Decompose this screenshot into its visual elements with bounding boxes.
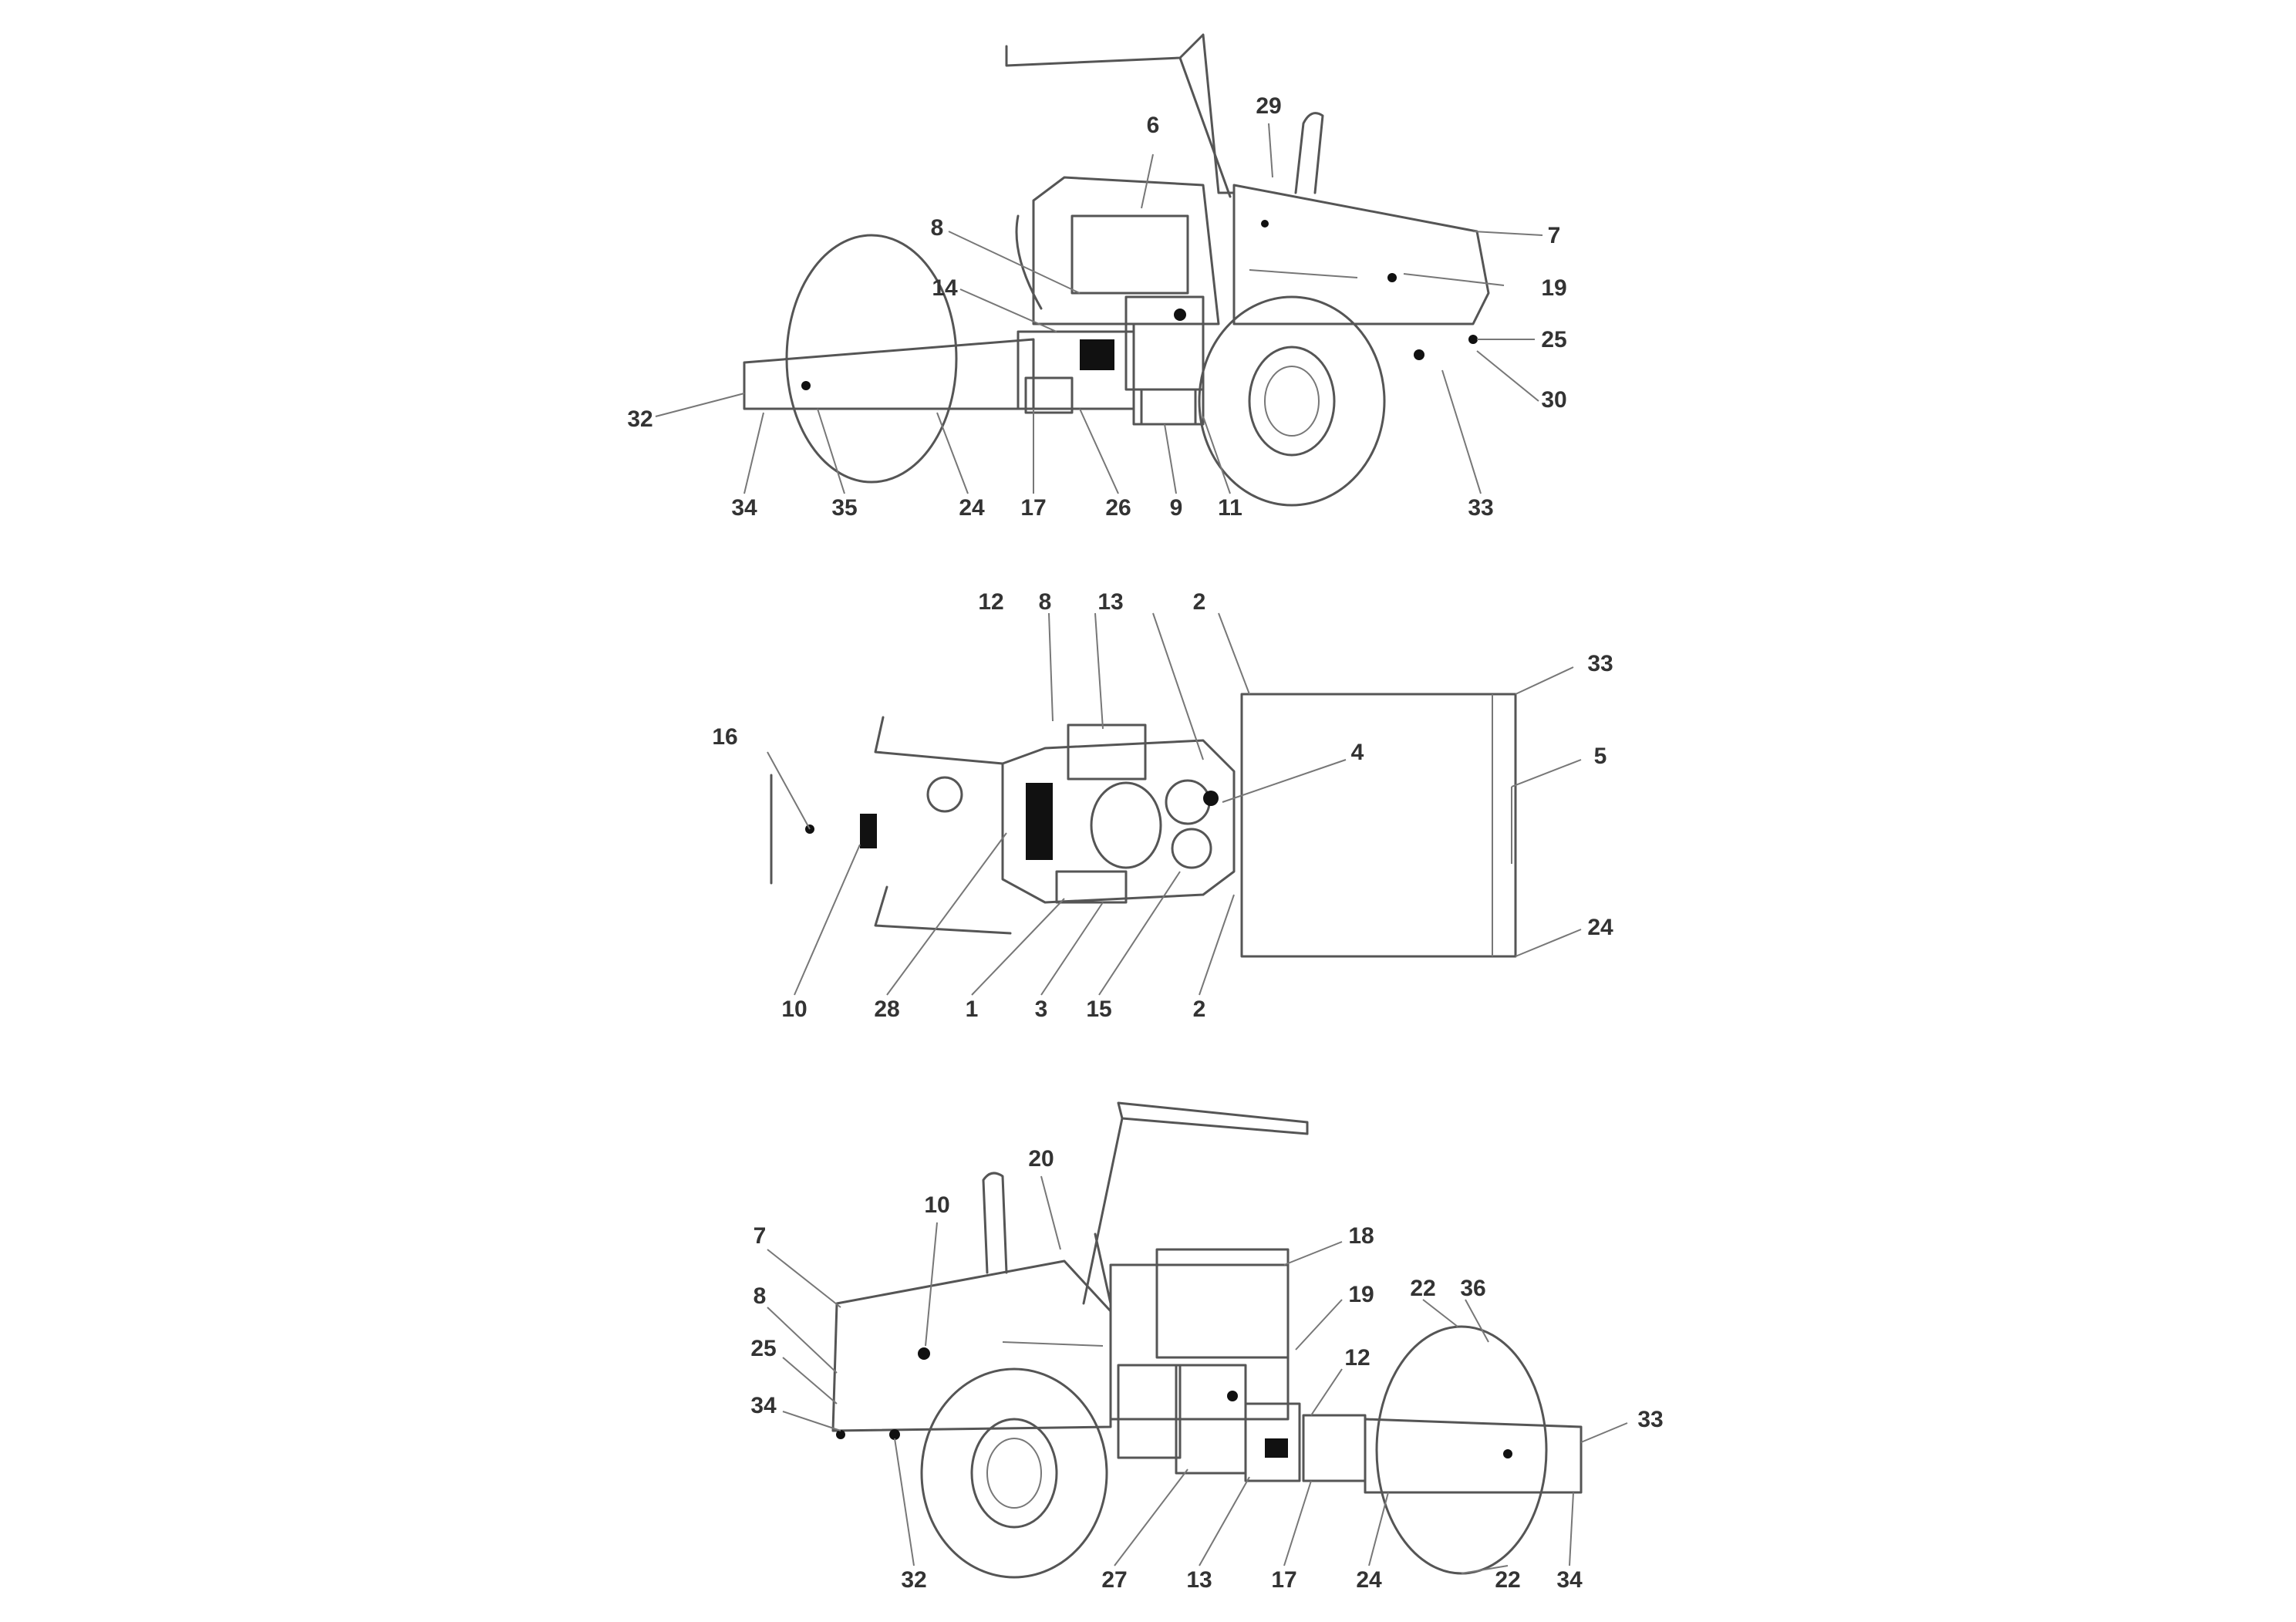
- side-view-left: 6 29 8 14 7 19 25 30 32 34 35 24 17 26 9…: [627, 33, 1567, 521]
- callout-label: 8: [754, 1283, 767, 1309]
- callout-label: 34: [731, 495, 757, 521]
- callout-label: 25: [750, 1336, 776, 1361]
- callout-label: 13: [1186, 1567, 1212, 1593]
- callout-label: 24: [1587, 915, 1613, 940]
- callout-label: 33: [1468, 495, 1493, 521]
- callout-label: 11: [1218, 495, 1242, 521]
- callout-label: 32: [901, 1567, 926, 1593]
- callout-label: 5: [1594, 744, 1607, 769]
- callout-label: 7: [754, 1223, 767, 1249]
- callout-label: 33: [1637, 1407, 1663, 1432]
- callout-label: 22: [1495, 1567, 1520, 1593]
- callout-label: 3: [1035, 996, 1048, 1022]
- callout-label: 1: [966, 996, 979, 1022]
- callout-label: 2: [1193, 996, 1206, 1022]
- callout-label: 9: [1170, 495, 1183, 521]
- callout-label: 2: [1193, 589, 1206, 615]
- callout-label: 13: [1097, 589, 1123, 615]
- callout-label: 16: [712, 724, 737, 750]
- top-view: 12 8 13 2 33 5 4 16 10 28 1 3 15 2 24: [712, 589, 1613, 1022]
- side-view-right: 20 7 10 8 25 34 18 19 22 36 12 32 33 27 …: [750, 1101, 1664, 1593]
- callout-label: 27: [1101, 1567, 1127, 1593]
- callout-label: 15: [1086, 996, 1111, 1022]
- callout-label: 6: [1147, 113, 1160, 138]
- callout-label: 17: [1020, 495, 1046, 521]
- callout-label: 10: [924, 1192, 949, 1218]
- callout-label: 12: [978, 589, 1003, 615]
- callout-label: 8: [931, 215, 944, 241]
- callout-label: 34: [1556, 1567, 1583, 1593]
- callout-label: 17: [1271, 1567, 1296, 1593]
- callout-label: 35: [831, 495, 857, 521]
- callout-label: 19: [1348, 1282, 1374, 1307]
- callout-label: 26: [1105, 495, 1131, 521]
- callout-label: 20: [1028, 1146, 1054, 1172]
- callout-label: 25: [1541, 327, 1566, 352]
- callout-label: 18: [1348, 1223, 1374, 1249]
- callout-label: 8: [1039, 589, 1052, 615]
- callout-label: 4: [1351, 740, 1364, 765]
- callout-label: 33: [1587, 651, 1613, 676]
- callout-label: 34: [750, 1393, 777, 1418]
- callout-label: 7: [1548, 223, 1561, 248]
- callout-label: 14: [932, 275, 958, 301]
- callout-label: 24: [959, 495, 985, 521]
- callout-label: 10: [781, 996, 807, 1022]
- callout-label: 22: [1410, 1276, 1435, 1301]
- callout-label: 12: [1344, 1345, 1370, 1371]
- callout-label: 29: [1256, 93, 1281, 119]
- callout-label: 28: [874, 996, 899, 1022]
- callout-label: 32: [627, 406, 652, 432]
- callout-label: 24: [1356, 1567, 1382, 1593]
- callout-label: 19: [1541, 275, 1566, 301]
- callout-label: 30: [1541, 387, 1566, 413]
- callout-label: 36: [1460, 1276, 1485, 1301]
